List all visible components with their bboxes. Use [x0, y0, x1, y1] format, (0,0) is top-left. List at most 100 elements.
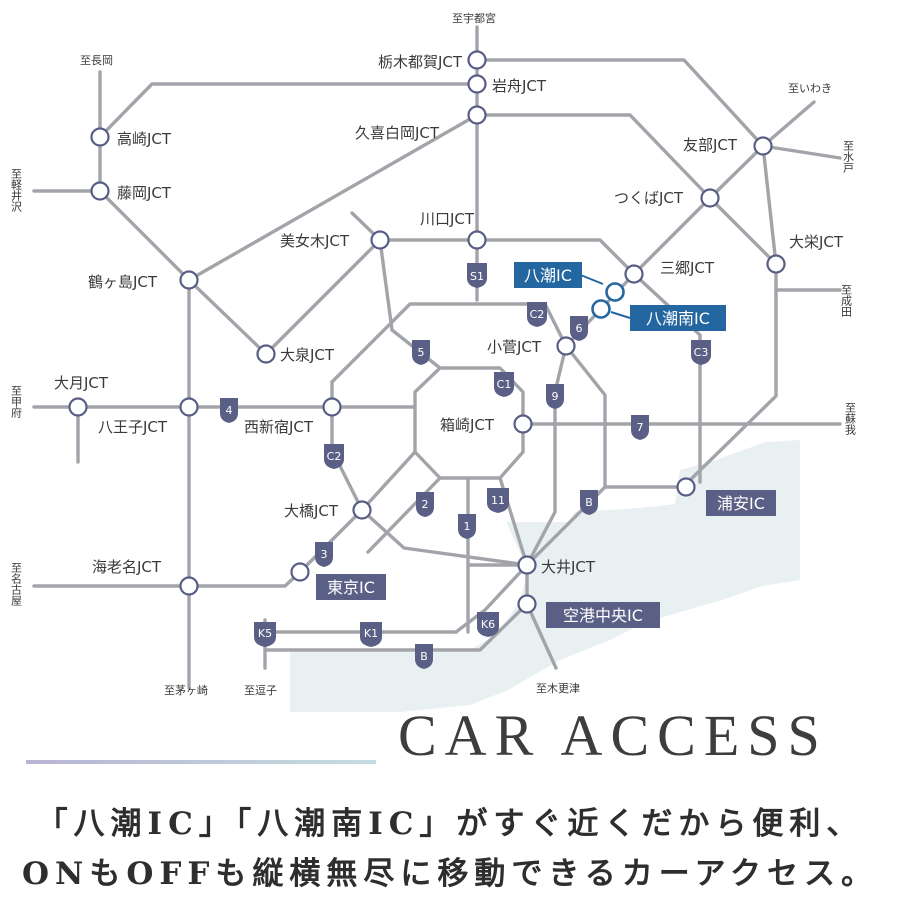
route-shield-6: 6 — [570, 316, 588, 341]
yashiominami-ic-callout: 八潮南IC — [610, 305, 726, 331]
dest-soga: 至蘇我 — [844, 402, 857, 435]
svg-text:2: 2 — [422, 498, 429, 511]
label-yashiominami-ic: 八潮南IC — [646, 309, 710, 328]
dest-zushi: 至逗子 — [244, 684, 277, 697]
svg-text:K1: K1 — [364, 627, 378, 640]
label-ebina: 海老名JCT — [92, 558, 162, 576]
label-bijogi: 美女木JCT — [280, 232, 350, 250]
route-shield-4: 4 — [220, 398, 238, 423]
route-shields: S1 C2 6 C3 5 C1 9 4 7 C2 2 11 B 1 3 K5 K… — [220, 263, 711, 669]
yashio-ic-callout: 八潮IC — [514, 262, 604, 288]
svg-text:B: B — [420, 650, 428, 663]
dest-kisarazu: 至木更津 — [536, 682, 580, 695]
node-kuko — [517, 594, 537, 614]
svg-text:S1: S1 — [470, 270, 484, 283]
route-shield-k1: K1 — [360, 622, 382, 647]
tagline-line-1: 「八潮IC」「八潮南IC」がすぐ近くだから便利、 — [36, 806, 864, 842]
route-shield-c2-west: C2 — [324, 444, 344, 469]
dest-mito: 至水戸 — [842, 140, 855, 174]
route-shield-11: 11 — [487, 488, 509, 513]
node-tomobe — [753, 136, 773, 156]
label-tochigitsuga: 栃木都賀JCT — [378, 53, 463, 71]
node-takasaki — [90, 127, 110, 147]
junction-nodes — [68, 50, 786, 614]
node-hachioji — [179, 397, 199, 417]
label-yashio-ic: 八潮IC — [524, 266, 572, 285]
junction-labels: 栃木都賀JCT 岩舟JCT 久喜白岡JCT 高崎JCT 藤岡JCT 友部JCT … — [54, 53, 844, 576]
route-shield-5: 5 — [412, 340, 430, 365]
node-yashio — [605, 282, 625, 302]
label-iwafune: 岩舟JCT — [492, 77, 547, 95]
node-tochigitsuga — [467, 50, 487, 70]
node-hakozaki — [513, 414, 533, 434]
label-takasaki: 高崎JCT — [117, 130, 172, 148]
label-oi: 大井JCT — [541, 558, 596, 576]
route-shield-9: 9 — [546, 384, 564, 409]
label-tsukuba: つくばJCT — [614, 189, 684, 207]
interchange-labels: 八潮IC 八潮南IC 浦安IC 東京IC 空港中央IC — [316, 262, 776, 628]
node-nishishinjuku — [322, 397, 342, 417]
svg-text:C1: C1 — [497, 378, 512, 391]
label-ohashi: 大橋JCT — [284, 502, 339, 520]
node-ohashi — [352, 500, 372, 520]
svg-text:K6: K6 — [481, 618, 495, 631]
label-tomobe: 友部JCT — [683, 136, 738, 154]
label-nishishinjuku: 西新宿JCT — [244, 418, 314, 436]
node-oi — [517, 555, 537, 575]
svg-text:5: 5 — [418, 346, 425, 359]
tokyo-bay — [290, 440, 800, 712]
dest-nagaoka: 至長岡 — [80, 54, 113, 67]
svg-text:C2: C2 — [327, 450, 342, 463]
node-bijogi — [370, 230, 390, 250]
label-otsuki: 大月JCT — [54, 374, 109, 392]
tokyo-ic-box: 東京IC — [316, 574, 386, 600]
route-shield-c2-north: C2 — [527, 302, 547, 327]
route-shield-c3: C3 — [691, 340, 711, 365]
svg-text:9: 9 — [552, 390, 559, 403]
svg-text:1: 1 — [464, 520, 471, 533]
route-shield-7: 7 — [631, 415, 649, 440]
label-oizumi: 大泉JCT — [280, 346, 335, 364]
dest-iwaki: 至いわき — [788, 82, 832, 95]
svg-text:C2: C2 — [530, 308, 545, 321]
label-urayasu-ic: 浦安IC — [717, 494, 765, 513]
node-tokyo-ic — [290, 562, 310, 582]
label-kosuge: 小菅JCT — [487, 338, 542, 356]
label-misato: 三郷JCT — [660, 259, 715, 277]
svg-text:11: 11 — [491, 494, 505, 507]
node-misato — [624, 264, 644, 284]
label-oei: 大栄JCT — [789, 233, 844, 251]
dest-narita: 至成田 — [840, 284, 853, 317]
route-shield-b-east: B — [580, 490, 598, 515]
svg-text:4: 4 — [226, 404, 233, 417]
dest-kofu: 至甲府 — [10, 385, 23, 419]
label-tsurugashima: 鶴ヶ島JCT — [88, 273, 158, 291]
svg-text:6: 6 — [576, 322, 583, 335]
dest-nagoya: 至名古屋 — [10, 562, 23, 607]
label-kuko-ic: 空港中央IC — [563, 606, 643, 625]
node-kukishiraoka — [467, 105, 487, 125]
route-shield-k5: K5 — [254, 622, 276, 647]
dest-karuizawa: 至軽井沢 — [10, 168, 23, 213]
node-urayasu — [676, 477, 696, 497]
node-oei — [766, 254, 786, 274]
route-shield-s1: S1 — [467, 263, 487, 288]
node-otsuki — [68, 397, 88, 417]
svg-text:3: 3 — [321, 548, 328, 561]
node-iwafune — [467, 74, 487, 94]
dest-chigasaki: 至茅ヶ崎 — [164, 683, 208, 697]
node-fujioka — [90, 181, 110, 201]
destination-labels: 至宇都宮 至長岡 至いわき 至成田 至水戸 至軽井沢 至甲府 至蘇我 至名古屋 … — [10, 11, 857, 697]
node-kawaguchi — [467, 230, 487, 250]
node-ebina — [179, 576, 199, 596]
label-hakozaki: 箱崎JCT — [440, 416, 495, 434]
node-kosuge — [556, 336, 576, 356]
svg-text:K5: K5 — [258, 627, 272, 640]
label-fujioka: 藤岡JCT — [117, 184, 172, 202]
label-hachioji: 八王子JCT — [98, 418, 168, 436]
route-shield-c1: C1 — [494, 372, 514, 397]
page-title: CAR ACCESS — [398, 703, 828, 768]
route-shield-2: 2 — [416, 492, 434, 517]
svg-text:7: 7 — [637, 421, 644, 434]
